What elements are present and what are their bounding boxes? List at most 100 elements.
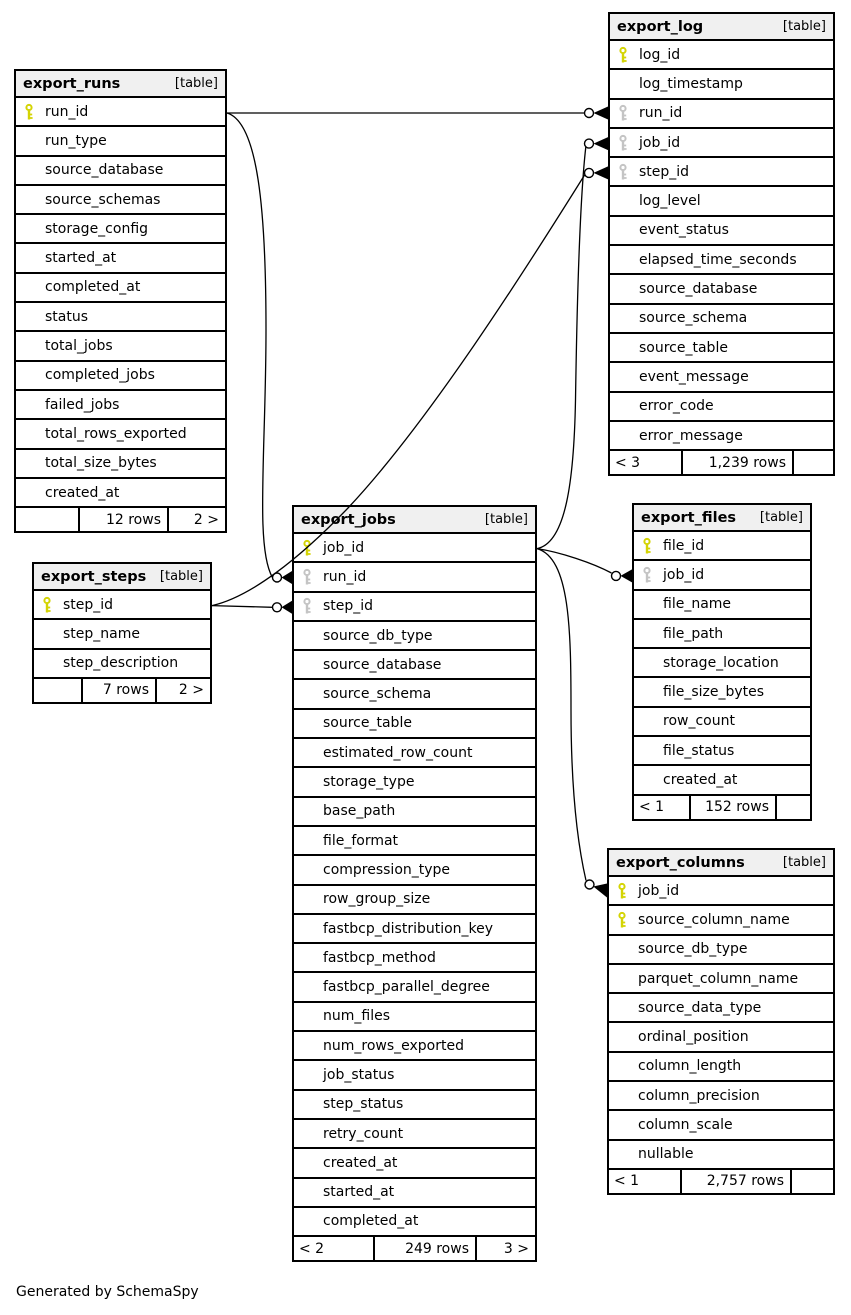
column-name: storage_location [663, 654, 779, 671]
column-name: base_path [323, 803, 396, 820]
column-row-file_status: file_status [634, 737, 810, 767]
table-title[interactable]: export_runs [23, 75, 121, 92]
zero-many-circle-icon [271, 602, 283, 613]
column-name: step_id [639, 163, 690, 180]
table-title[interactable]: export_jobs [301, 511, 396, 528]
column-row-source_db_type: source_db_type [294, 622, 535, 652]
column-row-compression_type: compression_type [294, 856, 535, 886]
column-name: source_table [323, 715, 412, 732]
crow-foot-arrow-icon [593, 166, 608, 180]
table-header[interactable]: export_jobs[table] [294, 507, 535, 534]
column-name: source_data_type [638, 999, 762, 1016]
column-row-step_id: step_id [610, 158, 833, 188]
zero-many-circle-icon [610, 570, 622, 582]
table-header[interactable]: export_columns[table] [609, 850, 833, 877]
column-name: log_level [639, 193, 701, 210]
column-row-row_count: row_count [634, 708, 810, 738]
table-title[interactable]: export_files [641, 509, 737, 526]
column-row-source_column_name: source_column_name [609, 906, 833, 936]
relationship-export_runs.run_id-to-export_jobs.run_id [226, 112, 292, 584]
column-name: file_format [323, 832, 399, 849]
column-name: run_id [639, 105, 683, 122]
table-header[interactable]: export_runs[table] [16, 71, 225, 98]
column-row-step_status: step_status [294, 1091, 535, 1120]
column-name: total_size_bytes [45, 455, 157, 472]
column-name: event_status [639, 222, 729, 239]
column-name: file_status [663, 742, 735, 759]
column-name: started_at [323, 1184, 395, 1201]
column-name: retry_count [323, 1125, 404, 1142]
column-row-row_group_size: row_group_size [294, 886, 535, 915]
column-row-step_id: step_id [34, 591, 210, 621]
table-header[interactable]: export_files [table] [634, 505, 810, 532]
column-name: column_scale [638, 1117, 733, 1134]
column-name: column_precision [638, 1087, 760, 1104]
footer-row-count: 7 rows [83, 678, 157, 702]
column-name: completed_at [45, 279, 141, 296]
column-name: event_message [639, 368, 749, 385]
column-name: file_path [663, 625, 724, 642]
column-row-elapsed_time_seconds: elapsed_time_seconds [610, 246, 833, 276]
crow-foot-arrow-icon [593, 106, 608, 120]
column-row-job_id: job_id [634, 561, 810, 591]
column-name: source_schema [323, 686, 432, 703]
footer-related-left: < 1 [609, 1169, 682, 1193]
column-name: compression_type [323, 861, 451, 878]
column-row-source_schemas: source_schemas [16, 186, 225, 216]
foreign-key-icon [642, 566, 652, 583]
column-name: created_at [663, 772, 738, 789]
footer-related-left: < 3 [610, 451, 683, 475]
column-row-storage_config: storage_config [16, 215, 225, 245]
relationship-curve [211, 604, 273, 608]
column-row-num_rows_exported: num_rows_exported [294, 1032, 535, 1062]
column-row-file_format: file_format [294, 827, 535, 857]
table-header[interactable]: export_steps[table] [34, 564, 210, 591]
column-row-source_database: source_database [16, 157, 225, 186]
zero-many-circle-icon [583, 138, 595, 149]
column-row-event_status: event_status [610, 217, 833, 247]
table-title[interactable]: export_log [617, 18, 704, 35]
column-row-created_at: created_at [634, 766, 810, 796]
foreign-key-icon [618, 105, 628, 122]
column-name: file_size_bytes [663, 684, 765, 701]
table-title[interactable]: export_columns [616, 854, 745, 871]
column-row-file_path: file_path [634, 620, 810, 650]
column-name: step_name [63, 625, 140, 642]
table-type-label: [table] [759, 510, 803, 525]
footer-row-count: 2,757 rows [682, 1169, 792, 1193]
column-row-step_id: step_id [294, 593, 535, 622]
column-name: source_database [639, 281, 758, 298]
column-name: row_group_size [323, 891, 431, 908]
column-row-failed_jobs: failed_jobs [16, 391, 225, 421]
primary-key-icon [24, 103, 34, 120]
zero-many-circle-icon [583, 167, 595, 179]
relationship-export_steps.step_id-to-export_jobs.step_id [211, 600, 292, 614]
primary-key-icon [642, 537, 652, 554]
column-row-source_database: source_database [294, 651, 535, 681]
table-header[interactable]: export_log[table] [610, 14, 833, 41]
column-row-log_timestamp: log_timestamp [610, 70, 833, 100]
column-name: completed_at [323, 1213, 419, 1230]
relationship-curve [536, 547, 612, 574]
column-row-fastbcp_method: fastbcp_method [294, 944, 535, 974]
footer-related-right [792, 1170, 833, 1193]
generated-by-caption: Generated by SchemaSpy [16, 1284, 199, 1300]
zero-many-circle-icon [584, 879, 595, 890]
column-name: error_message [639, 427, 743, 444]
table-title[interactable]: export_steps [41, 568, 147, 585]
footer-related-right: 3 > [503, 1240, 529, 1257]
footer-related-left [16, 508, 80, 532]
column-name: row_count [663, 713, 735, 730]
column-name: nullable [638, 1146, 694, 1163]
column-name: started_at [45, 250, 117, 267]
column-name: job_id [639, 134, 681, 151]
column-name: run_type [45, 132, 107, 149]
column-name: step_id [63, 596, 114, 613]
